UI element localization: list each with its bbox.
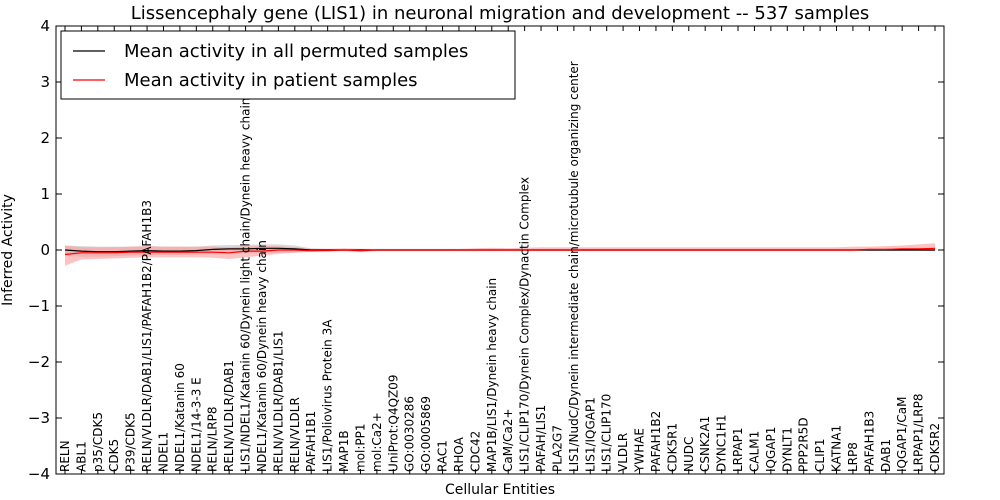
x-axis-label: Cellular Entities bbox=[445, 482, 555, 498]
x-tick-label: RAC1 bbox=[436, 440, 450, 472]
x-tick-label: mol:Ca2+ bbox=[370, 412, 384, 472]
x-tick-label: IQGAP1 bbox=[764, 427, 778, 472]
x-tick-label: LIS1/CLIP170/Dynein Complex/Dynactin Com… bbox=[518, 177, 532, 472]
y-tick-label: −2 bbox=[28, 353, 50, 371]
x-tick-label: DYNC1H1 bbox=[715, 414, 729, 472]
x-tick-label: LIS1/IQGAP1 bbox=[583, 397, 597, 472]
x-tick-label: mol:PP1 bbox=[354, 423, 368, 472]
x-tick-label: CSNK2A1 bbox=[698, 416, 712, 472]
x-tick-label: CaM/Ca2+ bbox=[501, 408, 515, 472]
x-tick-label: IQGAP1/CaM bbox=[895, 397, 909, 473]
confidence-bands bbox=[65, 243, 935, 266]
y-tick-label: −3 bbox=[28, 409, 50, 427]
x-tick-label: CDK5R2 bbox=[928, 423, 942, 472]
x-tick-label: CALM1 bbox=[747, 431, 761, 472]
legend-box bbox=[60, 30, 516, 100]
y-tick-label: 0 bbox=[40, 241, 50, 259]
y-axis-label: Inferred Activity bbox=[0, 194, 16, 306]
y-tick-label: 3 bbox=[40, 73, 50, 91]
x-tick-label: NDEL1 bbox=[157, 432, 171, 472]
x-tick-label: PPP2R5D bbox=[797, 417, 811, 472]
chart-title: Lissencephaly gene (LIS1) in neuronal mi… bbox=[131, 3, 870, 24]
x-tick-label: LIS1/Poliovirus Protein 3A bbox=[321, 319, 335, 472]
x-tick-label: LRP8 bbox=[846, 442, 860, 472]
x-tick-label: CDK5 bbox=[107, 439, 121, 472]
x-tick-label: RELN/VLDLR/DAB1/LIS1 bbox=[271, 331, 285, 472]
x-tick-label: KATNA1 bbox=[830, 425, 844, 472]
x-tick-label: MAP1B bbox=[337, 430, 351, 472]
band-series-1 bbox=[65, 243, 935, 266]
x-tick-label: MAP1B/LIS1/Dynein heavy chain bbox=[485, 278, 499, 472]
legend-entry-1: Mean activity in patient samples bbox=[124, 70, 418, 91]
x-tick-label: RELN/VLDLR/DAB1 bbox=[222, 360, 236, 472]
legend-entry-0: Mean activity in all permuted samples bbox=[124, 41, 468, 62]
x-tick-label: CDC42 bbox=[468, 431, 482, 472]
x-tick-label: RELN bbox=[58, 440, 72, 472]
x-tick-label: RELN/VLDLR bbox=[288, 397, 302, 472]
x-tick-label: RHOA bbox=[452, 436, 466, 472]
x-tick-label: PAFAH1B2 bbox=[649, 411, 663, 472]
x-tick-label: ABL1 bbox=[74, 441, 88, 472]
x-tick-label: YWHAE bbox=[633, 428, 647, 473]
x-tick-label: P39/CDK5 bbox=[124, 412, 138, 472]
x-tick-label: GO:0005869 bbox=[419, 396, 433, 472]
y-tick-label: −1 bbox=[28, 297, 50, 315]
x-tick-label: PAFAH1B1 bbox=[304, 411, 318, 472]
series-lines bbox=[64, 247, 936, 256]
line-series-1 bbox=[64, 247, 936, 256]
x-tick-label: PLA2G7 bbox=[551, 425, 565, 472]
x-tick-label: PAFAH/LIS1 bbox=[534, 405, 548, 472]
x-tick-label: GO:0030286 bbox=[403, 396, 417, 472]
x-tick-label: LIS1/CLIP170 bbox=[600, 394, 614, 472]
legend: Mean activity in all permuted samplesMea… bbox=[60, 30, 516, 100]
y-tick-label: 4 bbox=[40, 17, 50, 35]
x-tick-label: LIS1/NDEL1/Katanin 60/Dynein light chain… bbox=[239, 98, 253, 472]
x-tick-label: NDEL1/14-3-3 E bbox=[189, 377, 203, 472]
x-tick-label: PAFAH1B3 bbox=[862, 411, 876, 472]
y-tick-label: 1 bbox=[40, 185, 50, 203]
x-tick-label: DAB1 bbox=[879, 439, 893, 472]
x-tick-label: RELN/LRP8 bbox=[206, 406, 220, 472]
y-tick-label: −4 bbox=[28, 465, 50, 483]
x-tick-label: RELN/VLDLR/DAB1/LIS1/PAFAH1B2/PAFAH1B3 bbox=[140, 200, 154, 472]
x-tick-label: LRPAP1 bbox=[731, 427, 745, 472]
y-tick-label: 2 bbox=[40, 129, 50, 147]
x-tick-label: UniProt:Q4QZ09 bbox=[386, 374, 400, 472]
x-tick-label: p35/CDK5 bbox=[91, 412, 105, 472]
x-tick-label: DYNLT1 bbox=[780, 427, 794, 472]
x-tick-label: CDK5R1 bbox=[665, 423, 679, 472]
x-tick-label: NUDC bbox=[682, 437, 696, 472]
x-tick-label: LRPAP1/LRP8 bbox=[912, 393, 926, 472]
x-tick-label: NDEL1/Katanin 60/Dynein heavy chain bbox=[255, 240, 269, 472]
x-tick-label: NDEL1/Katanin 60 bbox=[173, 363, 187, 472]
x-tick-label: CLIP1 bbox=[813, 439, 827, 472]
x-tick-label: LIS1/NudC/Dynein intermediate chain/micr… bbox=[567, 61, 581, 472]
y-axis-ticks: 4 3 2 1 0 −1 −2 −3 −4 bbox=[28, 17, 944, 483]
x-tick-label: VLDLR bbox=[616, 433, 630, 472]
